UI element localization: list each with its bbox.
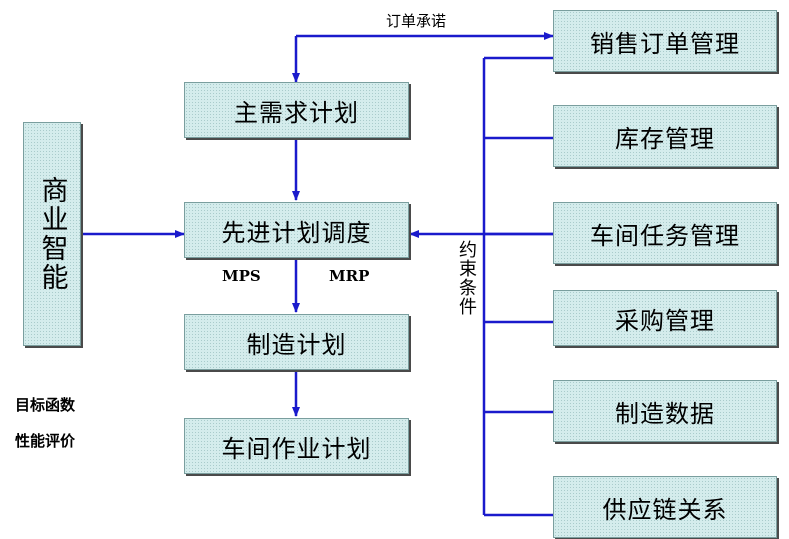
manufacturing-plan-box: 制造计划 xyxy=(184,314,409,370)
objective-function-label: 目标函数 xyxy=(15,396,76,414)
shop-operation-plan-box: 车间作业计划 xyxy=(184,418,409,474)
shop-task-mgmt-box: 车间任务管理 xyxy=(553,202,777,264)
aps-box: 先进计划调度 xyxy=(184,202,409,258)
shop-operation-plan-label: 车间作业计划 xyxy=(221,434,372,463)
shop-task-mgmt-label: 车间任务管理 xyxy=(590,221,740,250)
inventory-mgmt-label: 库存管理 xyxy=(615,124,715,153)
sales-order-mgmt-box: 销售订单管理 xyxy=(553,10,777,72)
manufacturing-plan-label: 制造计划 xyxy=(246,330,347,359)
manufacturing-data-box: 制造数据 xyxy=(553,380,777,442)
manufacturing-data-label: 制造数据 xyxy=(615,399,715,428)
mrp-label: MRP xyxy=(329,267,370,285)
aps-label: 先进计划调度 xyxy=(221,218,372,247)
master-demand-plan-box: 主需求计划 xyxy=(184,82,409,138)
supply-chain-label: 供应链关系 xyxy=(602,495,728,524)
business-intelligence-label: 商业智能 xyxy=(36,176,68,292)
order-commitment-label: 订单承诺 xyxy=(386,12,447,30)
supply-chain-box: 供应链关系 xyxy=(553,476,777,538)
purchase-mgmt-box: 采购管理 xyxy=(553,290,777,346)
constraints-label: 约束条件 xyxy=(456,240,477,316)
inventory-mgmt-box: 库存管理 xyxy=(553,105,777,167)
performance-eval-label: 性能评价 xyxy=(15,432,76,450)
master-demand-plan-label: 主需求计划 xyxy=(234,98,359,127)
business-intelligence-box: 商业智能 xyxy=(23,122,81,346)
sales-order-mgmt-label: 销售订单管理 xyxy=(590,29,740,58)
purchase-mgmt-label: 采购管理 xyxy=(615,306,715,335)
mps-label: MPS xyxy=(222,267,261,285)
